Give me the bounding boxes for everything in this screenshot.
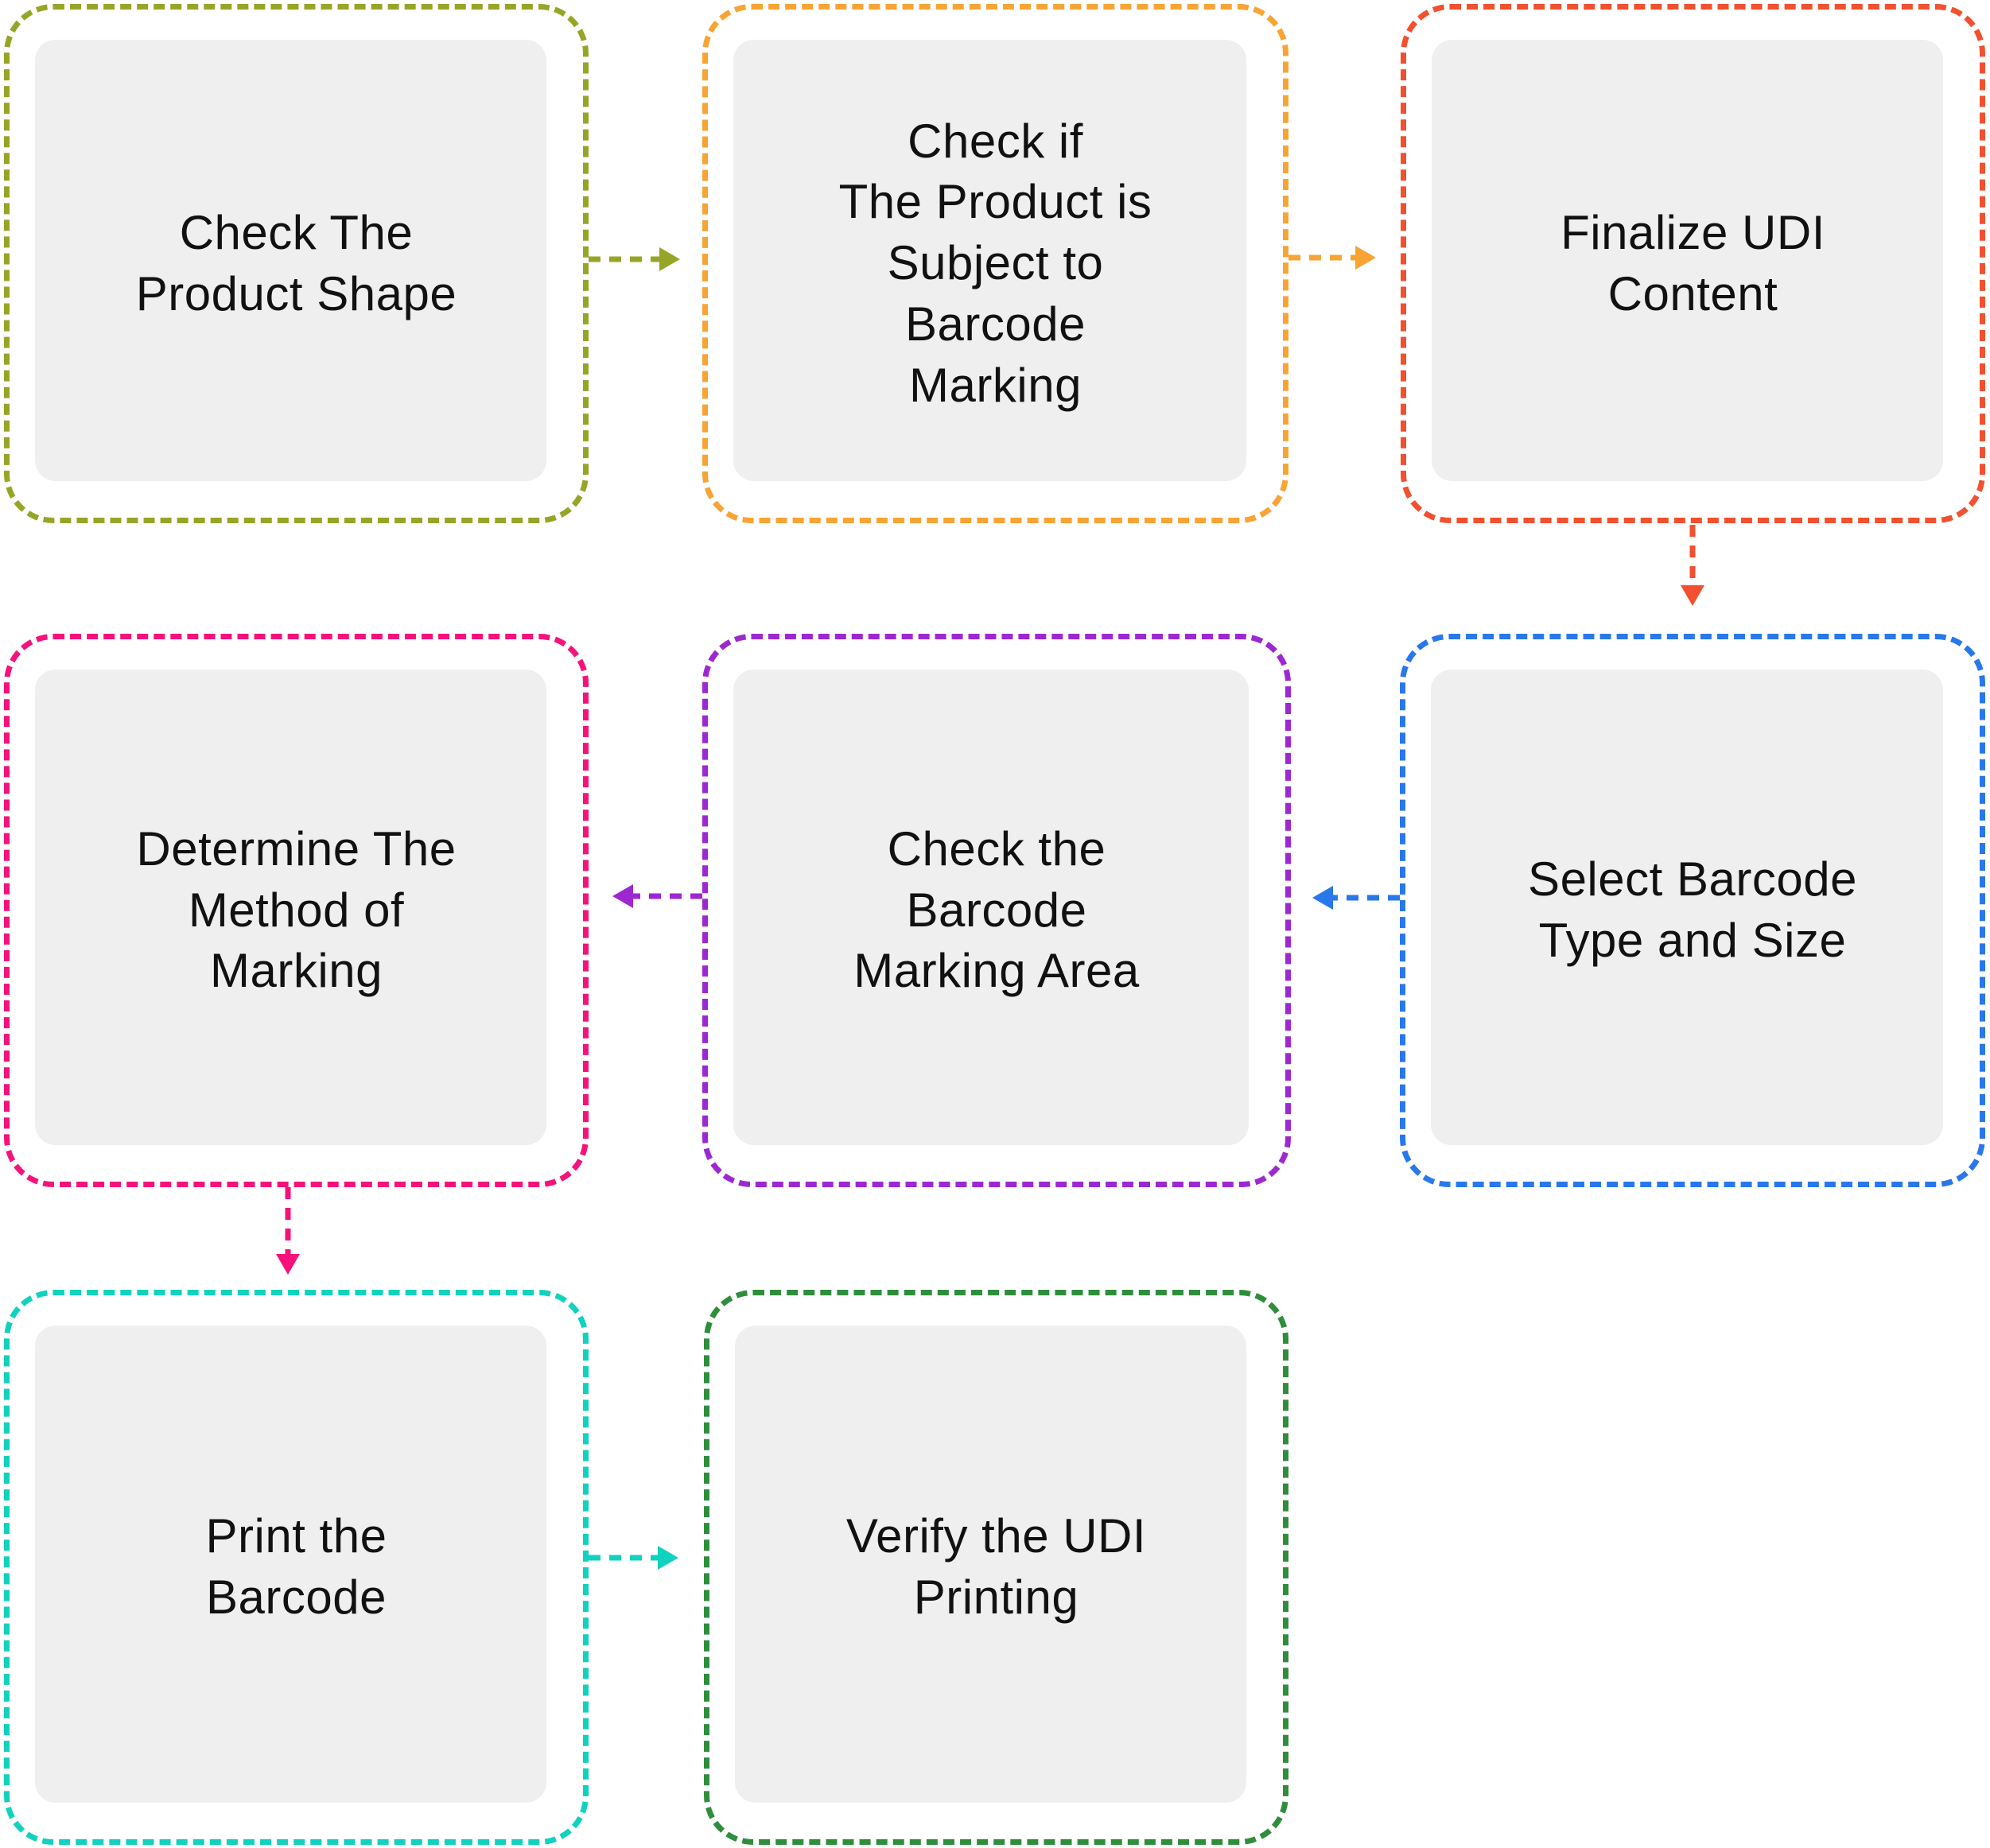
node-panel [35,670,546,1145]
arrowhead-right-icon [1355,246,1376,270]
node-determine-method: Determine The Method of Marking [4,634,589,1187]
arrow-check-subject-barcode-to-finalize-udi-content [1288,246,1376,270]
arrowhead-down-icon [1681,585,1704,606]
node-panel [733,670,1249,1145]
node-panel [735,1326,1246,1803]
node-label: Select Barcode Type and Size [1528,852,1857,967]
node-check-marking-area: Check the Barcode Marking Area [702,634,1291,1187]
arrowhead-right-icon [658,1546,678,1570]
arrow-check-product-shape-to-check-subject-barcode [589,247,680,271]
node-check-subject-barcode: Check if The Product is Subject to Barco… [702,4,1288,523]
node-check-product-shape: Check The Product Shape [4,4,589,523]
arrow-select-barcode-type-to-check-marking-area [1312,886,1400,910]
arrowhead-right-icon [659,247,680,271]
node-panel [1432,40,1943,481]
arrowhead-left-icon [612,884,633,908]
node-verify-udi-printing: Verify the UDI Printing [704,1290,1288,1845]
node-label: Verify the UDI Printing [845,1509,1147,1624]
node-panel [35,40,546,481]
arrow-print-barcode-to-verify-udi-printing [589,1546,678,1570]
node-panel [1431,670,1943,1145]
arrow-check-marking-area-to-determine-method [612,884,702,908]
arrowhead-down-icon [276,1254,300,1275]
node-label: Print the Barcode [205,1509,387,1624]
node-label: Check The Product Shape [135,205,457,320]
node-select-barcode-type: Select Barcode Type and Size [1400,634,1985,1187]
node-label: Finalize UDI Content [1561,205,1825,320]
node-finalize-udi-content: Finalize UDI Content [1401,4,1985,523]
arrowhead-left-icon [1312,886,1333,910]
node-label: Check the Barcode Marking Area [853,821,1140,998]
node-label: Determine The Method of Marking [136,821,457,998]
arrow-determine-method-to-print-barcode [276,1187,300,1275]
node-label: Check if The Product is Subject to Barco… [838,114,1152,412]
node-print-barcode: Print the Barcode [4,1290,589,1845]
arrow-finalize-udi-content-to-select-barcode-type [1681,525,1704,606]
node-panel [733,40,1246,481]
node-panel [35,1326,546,1803]
